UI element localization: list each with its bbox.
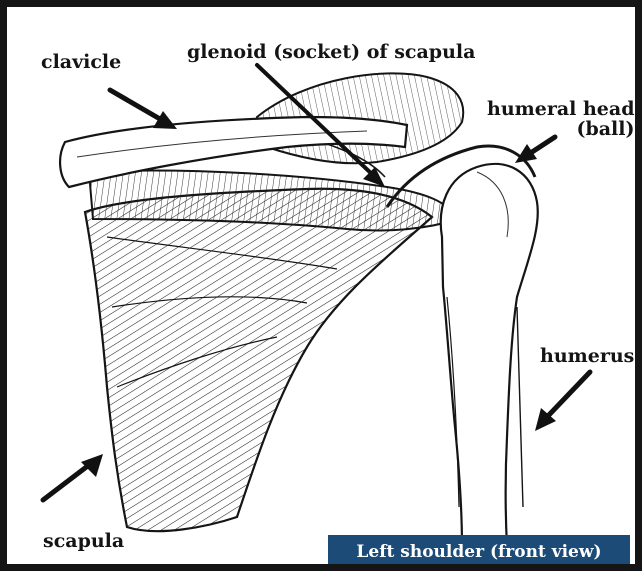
label-humeral-head-line1: humeral head <box>487 100 634 120</box>
label-clavicle: clavicle <box>41 53 121 73</box>
label-scapula: scapula <box>43 532 124 552</box>
arrow-clavicle <box>110 90 160 119</box>
arrow-humerus <box>547 372 590 417</box>
caption-banner: Left shoulder (front view) <box>328 535 630 568</box>
arrow-scapula <box>43 465 89 500</box>
label-humerus: humerus <box>540 347 634 367</box>
scapula-shape <box>85 189 432 531</box>
shoulder-illustration <box>7 7 635 564</box>
arrowhead-clavicle <box>153 111 177 129</box>
label-humeral-head-line2: (ball) <box>487 120 634 140</box>
humerus-bone <box>441 164 538 547</box>
label-humeral-head: humeral head (ball) <box>487 100 634 140</box>
label-glenoid: glenoid (socket) of scapula <box>187 43 475 63</box>
